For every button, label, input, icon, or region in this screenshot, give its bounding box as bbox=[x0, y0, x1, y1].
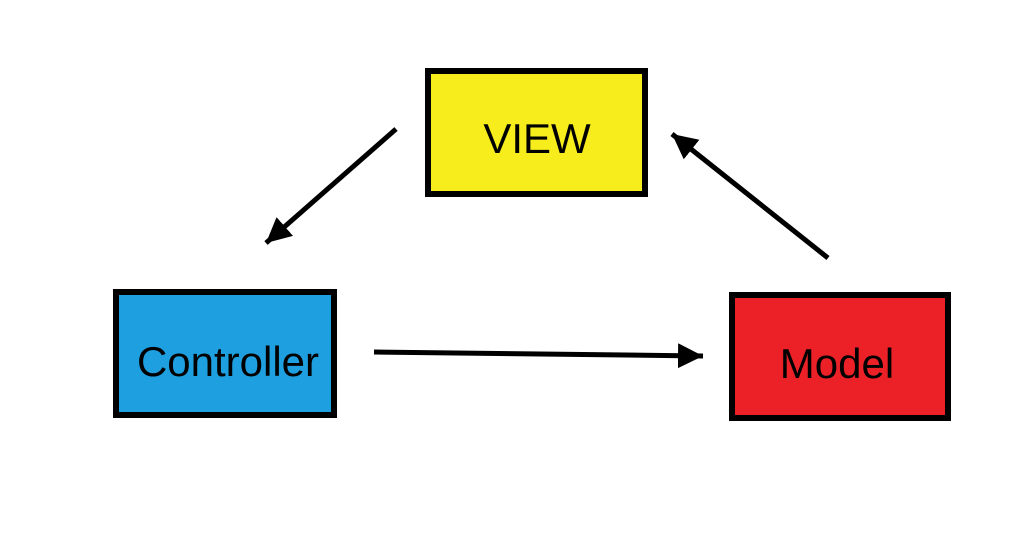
model-box-border bbox=[729, 292, 951, 421]
view-box-border bbox=[425, 68, 648, 197]
view-label: VIEW bbox=[483, 115, 591, 162]
controller-box-border bbox=[113, 289, 337, 418]
model-label: Model bbox=[780, 340, 894, 387]
view-box bbox=[428, 71, 645, 194]
controller-box bbox=[116, 292, 334, 415]
model-box bbox=[732, 295, 948, 418]
controller-label: Controller bbox=[137, 338, 319, 385]
arrow-model-to-view bbox=[670, 132, 830, 260]
arrow-view-to-controller bbox=[264, 127, 398, 245]
arrow-controller-to-model bbox=[373, 343, 704, 369]
